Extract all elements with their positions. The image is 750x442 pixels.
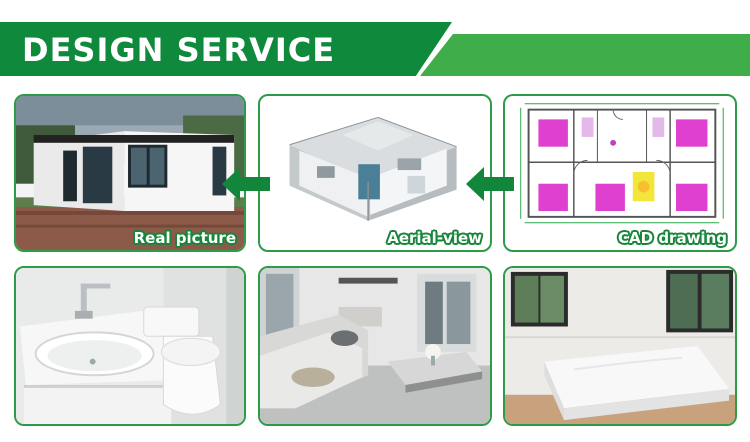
aerial-view-caption: Aerial-view <box>387 229 482 247</box>
header-banner-accent <box>420 34 750 76</box>
real-picture-caption: Real picture <box>133 229 236 247</box>
cad-drawing-card[interactable]: CAD drawing <box>503 94 737 252</box>
living-room-photo <box>260 268 490 424</box>
aerial-view-card[interactable]: Aerial-view <box>258 94 492 252</box>
cad-floor-plan <box>520 103 724 224</box>
exterior-photo <box>16 96 244 250</box>
bedroom-photo <box>505 268 735 424</box>
living-room-photo-card[interactable] <box>258 266 492 426</box>
aerial-view-model <box>289 116 457 221</box>
real-picture-card[interactable]: Real picture <box>14 94 246 252</box>
arrow-left-icon <box>222 167 270 201</box>
bathroom-photo-card[interactable] <box>14 266 246 426</box>
bedroom-photo-card[interactable] <box>503 266 737 426</box>
page-title: DESIGN SERVICE <box>22 31 336 69</box>
header-banner <box>0 22 452 76</box>
bathroom-photo <box>16 268 244 424</box>
cad-drawing-caption: CAD drawing <box>618 229 727 247</box>
arrow-left-icon <box>466 167 514 201</box>
